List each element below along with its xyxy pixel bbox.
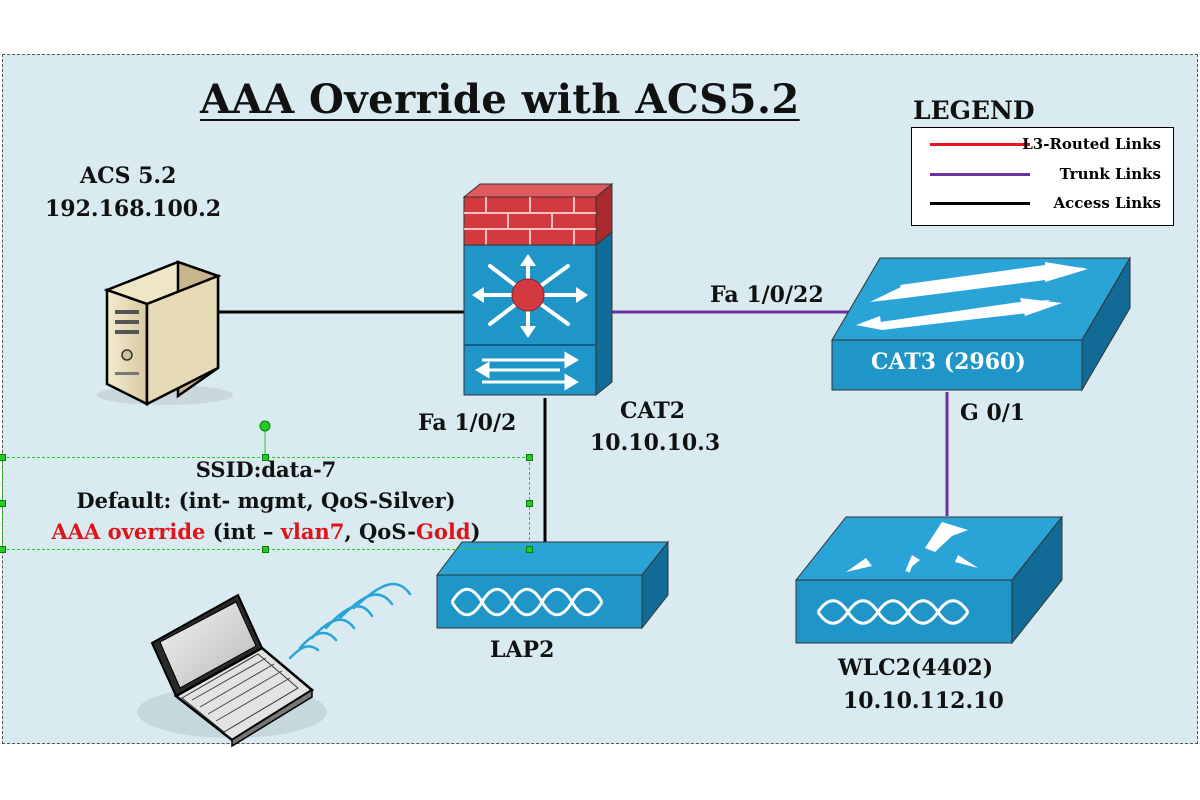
ssid-aaa-override: AAA override (int – vlan7, QoS-Gold) [2,519,530,544]
legend-swatch-trunk [930,173,1030,176]
legend-item-trunk: Trunk Links [912,163,1173,185]
legend-item-l3: L3-Routed Links [912,133,1173,155]
aaa-override-int: (int – [205,519,281,544]
legend-swatch-access [930,202,1030,205]
cat3-switch-icon [831,256,1131,392]
resize-handle-bm[interactable] [262,546,269,553]
lap2-name-label: LAP2 [490,637,555,663]
aaa-override-close: ) [470,519,481,544]
legend-label-l3: L3-Routed Links [1022,135,1161,153]
diagram-title: AAA Override with ACS5.2 [200,76,800,123]
resize-handle-tr[interactable] [526,454,533,461]
aaa-override-vlan: vlan7 [280,519,345,544]
acs-ip-label: 192.168.100.2 [45,196,222,222]
legend-swatch-l3 [930,143,1030,146]
port-label-fa1-0-22: Fa 1/0/22 [710,282,824,308]
server-icon [97,260,233,407]
laptop-icon [137,593,327,748]
acs-name-label: ACS 5.2 [80,163,177,189]
lap2-access-point-icon [435,540,670,630]
resize-handle-br[interactable] [526,546,533,553]
resize-handle-ml[interactable] [0,500,6,507]
ssid-name: SSID:data-7 [195,457,337,482]
cat2-firewall-switch-icon [462,182,614,397]
legend-heading: LEGEND [913,96,1035,125]
resize-handle-bl[interactable] [0,546,6,553]
aaa-override-gold: Gold [415,519,471,544]
wlc2-controller-icon [794,515,1064,645]
wlc2-ip-label: 10.10.112.10 [843,688,1004,714]
ssid-default-settings: Default: (int- mgmt, QoS-Silver) [76,488,456,513]
aaa-override-label: AAA override [51,519,206,544]
cat3-name-label: CAT3 (2960) [871,349,1026,375]
resize-handle-tm[interactable] [262,454,269,461]
port-label-fa1-0-2: Fa 1/0/2 [418,410,517,436]
cat2-name-label: CAT2 [620,398,686,424]
legend-label-access: Access Links [1053,194,1161,212]
resize-handle-tl[interactable] [0,454,6,461]
wireless-signal-icon [288,582,412,660]
legend-box: L3-Routed Links Trunk Links Access Links [911,127,1174,226]
legend-item-access: Access Links [912,192,1173,214]
rotate-handle[interactable] [259,420,271,432]
wlc2-name-label: WLC2(4402) [838,655,994,681]
cat2-ip-label: 10.10.10.3 [590,430,721,456]
resize-handle-mr[interactable] [526,500,533,507]
legend-label-trunk: Trunk Links [1059,165,1161,183]
aaa-override-qos: , QoS- [344,519,416,544]
port-label-g0-1: G 0/1 [960,400,1026,426]
